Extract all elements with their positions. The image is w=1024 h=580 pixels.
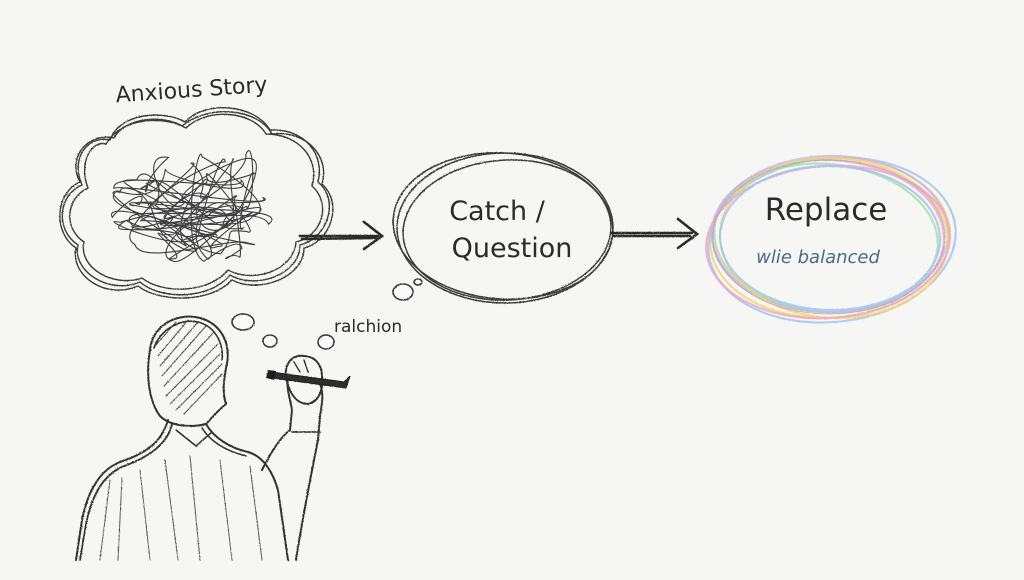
catch-label-line1: Catch / [449, 196, 546, 227]
catch-question-node: Catch / Question [392, 152, 614, 304]
annotation-text: ralchion [334, 317, 402, 337]
replace-label: Replace [765, 192, 888, 228]
rainbow-ring [718, 164, 942, 312]
rainbow-outline [705, 154, 957, 324]
anxious-story-label: Anxious Story [115, 73, 268, 109]
rainbow-ring-pencil [712, 159, 946, 315]
rainbow-ring [708, 156, 952, 320]
thought-bubble-small [317, 334, 335, 350]
cloud-outline [59, 107, 334, 299]
anxious-story-node: Anxious Story [59, 73, 334, 299]
thought-bubble-medium [262, 334, 278, 348]
thought-bubble-catch-small [413, 278, 423, 286]
catch-label-line2: Question [452, 233, 573, 264]
thought-bubble-catch [392, 283, 414, 301]
scribble-tangle-icon [111, 150, 273, 263]
arrow-catch-to-replace [610, 217, 700, 250]
replace-sublabel: wlie balanced [756, 247, 880, 268]
thought-bubble-large [231, 313, 255, 331]
rainbow-ring [707, 156, 957, 324]
arrow-anxious-to-catch [298, 220, 385, 251]
thought-bubbles [231, 278, 423, 350]
person-writing-icon [75, 315, 324, 561]
replace-node: Replace wlie balanced [705, 154, 957, 324]
marker-icon [266, 370, 351, 389]
